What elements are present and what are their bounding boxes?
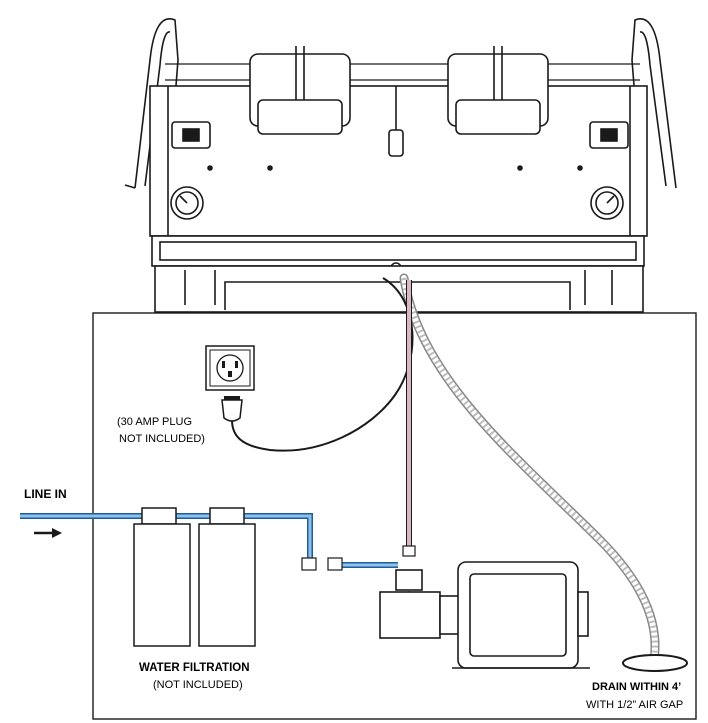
- filtration-label: WATER FILTRATION: [139, 662, 250, 674]
- supply-tube: [402, 280, 416, 557]
- espresso-machine: [124, 18, 677, 313]
- drain-hose: [399, 273, 660, 665]
- pump-motor: [379, 561, 590, 669]
- floor-drain: [622, 654, 688, 672]
- arrow-right-icon: [34, 528, 62, 538]
- line-in-label: LINE IN: [24, 487, 67, 501]
- plug-icon: [221, 396, 243, 422]
- plug-label-line2: NOT INCLUDED): [119, 433, 205, 445]
- drain-note: WITH 1/2” AIR GAP: [586, 699, 683, 711]
- drain-label: DRAIN WITHIN 4’: [592, 681, 681, 693]
- filtration-note: (NOT INCLUDED): [153, 679, 243, 691]
- plug-label-line1: (30 AMP PLUG: [117, 416, 192, 428]
- water-filters: [133, 507, 256, 647]
- outlet-icon: [205, 345, 255, 391]
- water-line: [20, 513, 398, 571]
